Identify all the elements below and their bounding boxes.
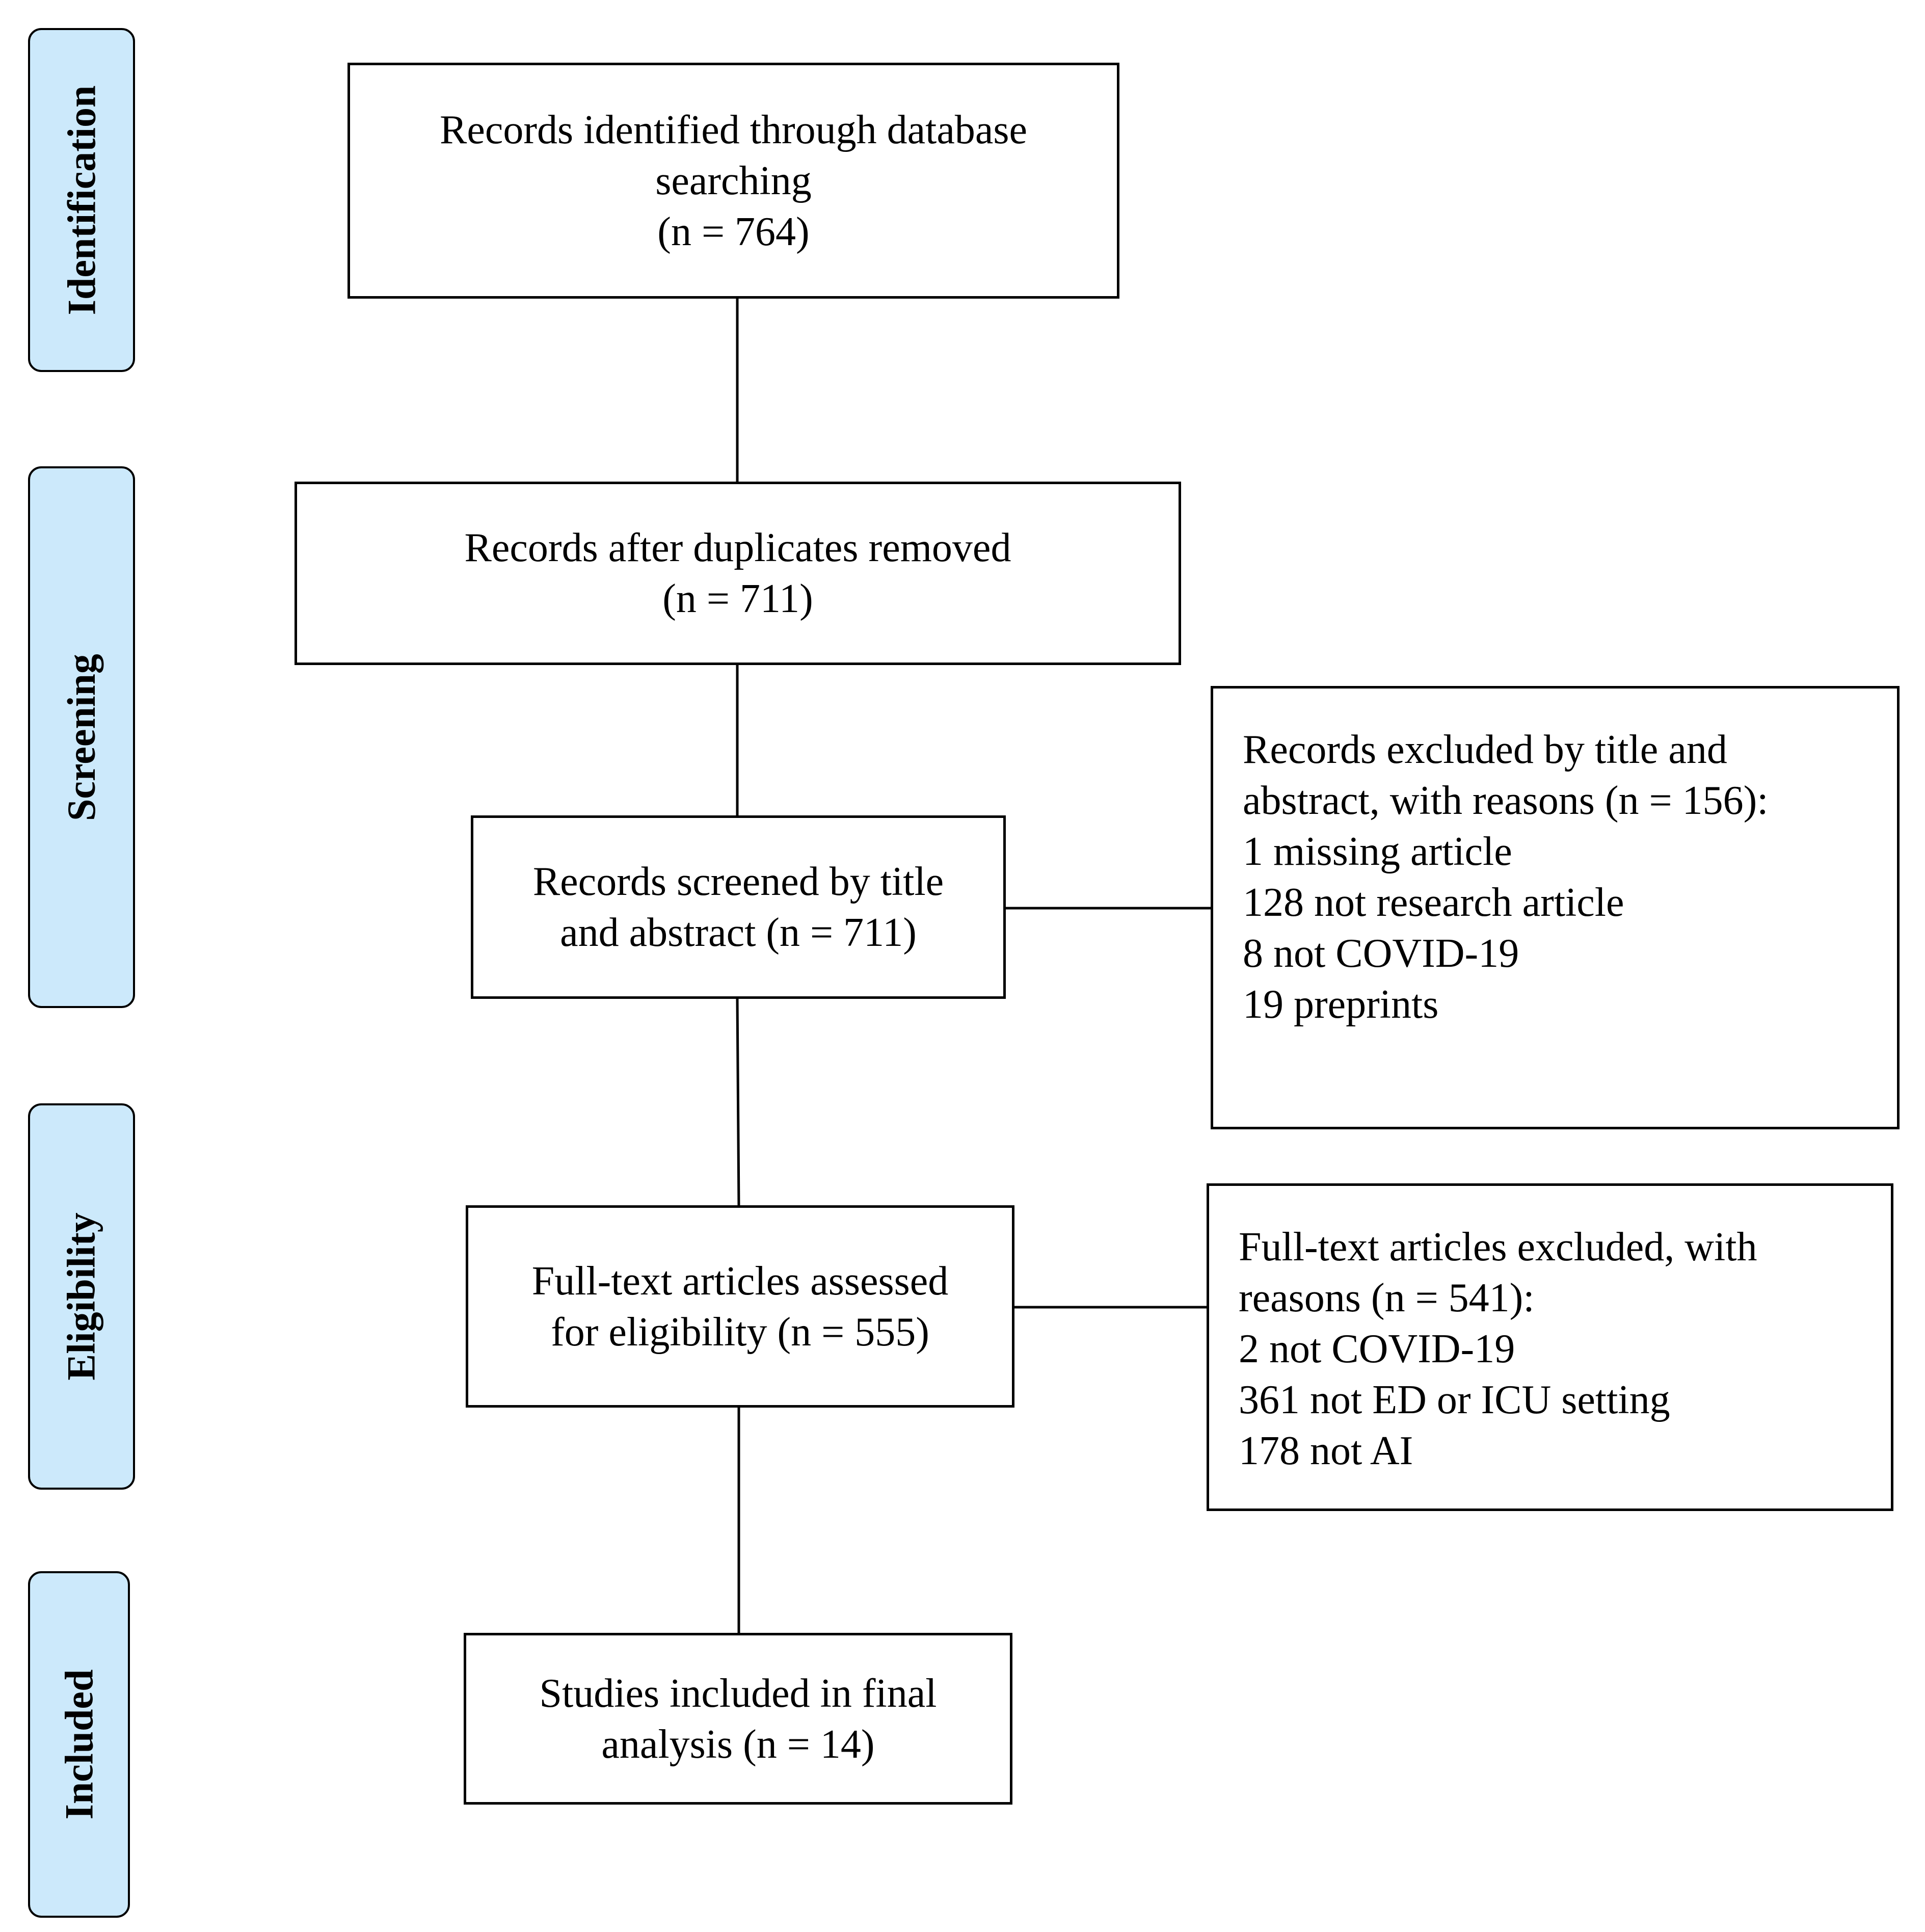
box-line: abstract, with reasons (n = 156):	[1243, 778, 1769, 823]
box-line: 8 not COVID-19	[1243, 931, 1519, 976]
box-line: 128 not research article	[1243, 880, 1624, 925]
box-line: for eligibility (n = 555)	[551, 1309, 929, 1355]
box-line: 178 not AI	[1239, 1428, 1413, 1473]
box-full-text-excluded: Full-text articles excluded, with reason…	[1207, 1183, 1893, 1511]
box-records-excluded: Records excluded by title and abstract, …	[1211, 686, 1900, 1129]
box-duplicates-removed: Records after duplicates removed (n = 71…	[295, 482, 1181, 665]
stage-eligibility: Eligibility	[28, 1103, 135, 1490]
box-line: (n = 764)	[657, 209, 810, 254]
box-line: Full-text articles assessed	[531, 1258, 949, 1304]
box-line: Records screened by title	[532, 859, 944, 904]
box-line: and abstract (n = 711)	[560, 910, 917, 955]
box-records-screened: Records screened by title and abstract (…	[471, 815, 1006, 999]
stage-eligibility-label: Eligibility	[59, 1212, 103, 1381]
stage-included: Included	[28, 1571, 130, 1918]
box-records-identified: Records identified through database sear…	[347, 63, 1119, 299]
box-line: analysis (n = 14)	[601, 1722, 875, 1767]
box-line: Records identified through database	[440, 107, 1027, 152]
box-line: Full-text articles excluded, with	[1239, 1225, 1757, 1269]
stage-identification-label: Identification	[59, 85, 104, 315]
arrow-screened-to-fulltext	[736, 997, 740, 1207]
box-line: 2 not COVID-19	[1239, 1327, 1515, 1371]
stage-screening: Screening	[28, 466, 135, 1008]
box-full-text-assessed: Full-text articles assessed for eligibil…	[466, 1205, 1014, 1408]
box-line: (n = 711)	[662, 576, 813, 621]
stage-identification: Identification	[28, 28, 135, 372]
stage-included-label: Included	[57, 1669, 101, 1820]
box-line: Records excluded by title and	[1243, 727, 1727, 772]
box-line: 361 not ED or ICU setting	[1239, 1378, 1670, 1422]
box-line: 1 missing article	[1243, 829, 1512, 874]
box-line: Studies included in final	[539, 1671, 937, 1716]
box-studies-included: Studies included in final analysis (n = …	[464, 1633, 1012, 1805]
box-line: reasons (n = 541):	[1239, 1276, 1535, 1320]
box-line: 19 preprints	[1243, 982, 1439, 1027]
box-line: searching	[655, 158, 812, 203]
stage-screening-label: Screening	[59, 653, 104, 821]
box-line: Records after duplicates removed	[464, 525, 1011, 570]
